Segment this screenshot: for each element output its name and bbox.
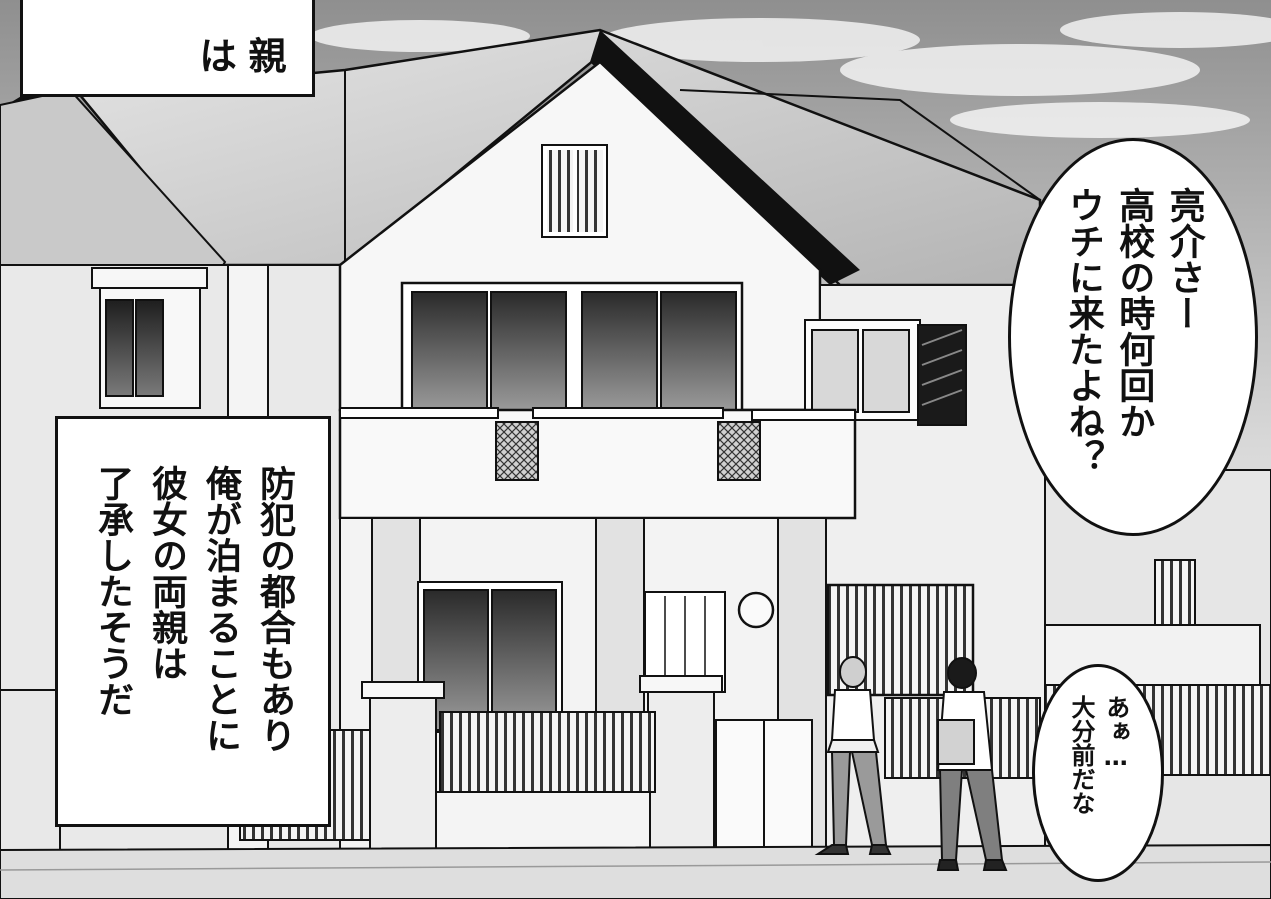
narration-box-top: 親 は <box>20 0 315 97</box>
speech-bubble-girl: 亮介さー 高校の時何回か ウチに来たよね？ <box>1008 138 1258 536</box>
speech-text-boy: あぁ… 大分前だな <box>1067 695 1130 815</box>
narration-box-left: 防犯の都合もあり 俺が泊まることに 彼女の両親は 了承したそうだ <box>55 416 331 827</box>
speech-text-girl: 亮介さー 高校の時何回か ウチに来たよね？ <box>1062 187 1205 475</box>
narration-text-top: 親 は <box>192 36 286 74</box>
narration-text-left: 防犯の都合もあり 俺が泊まることに 彼女の両親は 了承したそうだ <box>92 465 295 753</box>
girl-figure <box>814 656 892 855</box>
speech-bubble-boy: あぁ… 大分前だな <box>1032 664 1164 882</box>
boy-figure <box>936 657 1008 871</box>
